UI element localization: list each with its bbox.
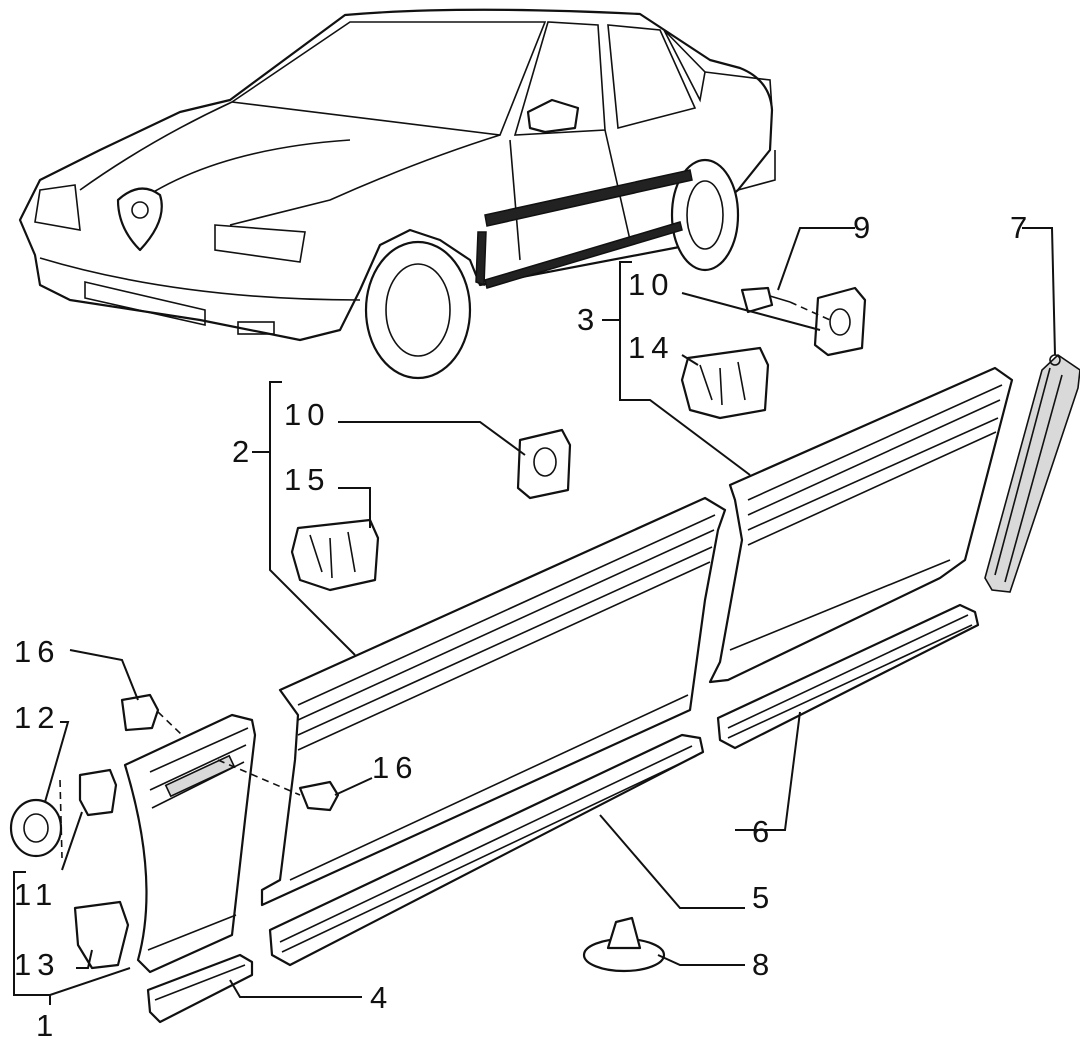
callout-2: 2 <box>232 434 255 469</box>
part-3-rear-door-moulding <box>708 366 1014 684</box>
callout-5: 5 <box>752 880 775 915</box>
callout-15: 16 <box>14 634 60 669</box>
clip-10-lower <box>516 428 572 500</box>
callout-1: 1 <box>36 1008 59 1038</box>
callout-7: 7 <box>1010 210 1033 245</box>
grommet-12 <box>9 798 63 858</box>
part-6-rear-sill-strip <box>716 603 980 750</box>
clip-14-upper <box>680 346 770 420</box>
car-illustration <box>18 8 776 380</box>
part-1-front-panel <box>123 713 257 974</box>
callout-8: 8 <box>752 947 775 982</box>
part-7-rear-strip <box>984 353 1080 593</box>
callout-10-upper: 10 <box>628 267 674 302</box>
part-5-front-sill-strip <box>268 733 705 967</box>
part-4-small-sill-strip <box>146 953 254 1024</box>
callout-10-lower: 10 <box>284 397 330 432</box>
screw-16 <box>298 780 340 812</box>
clip-13 <box>73 900 130 970</box>
assembly-lines <box>59 301 831 859</box>
clip-11 <box>78 768 118 817</box>
leader-lines <box>13 227 1056 1005</box>
callout-12: 12 <box>14 700 60 735</box>
push-rivet-8 <box>582 916 666 973</box>
callout-13: 13 <box>14 947 60 982</box>
screw-9 <box>740 286 791 314</box>
callout-labels: 9 7 10 3 14 10 2 15 16 12 16 6 11 5 13 8… <box>14 210 1033 1038</box>
callout-16: 16 <box>372 750 418 785</box>
callout-14-upper: 14 <box>628 330 674 365</box>
callout-9: 9 <box>853 210 876 245</box>
callout-3: 3 <box>577 302 600 337</box>
clip-15 <box>120 693 160 732</box>
part-2-front-door-moulding <box>260 496 727 907</box>
clip-10-upper <box>813 286 867 357</box>
clip-14-lower <box>290 518 380 592</box>
callout-14-lower: 15 <box>284 462 330 497</box>
callout-6: 6 <box>752 814 775 849</box>
callout-11: 11 <box>14 877 58 912</box>
callout-4: 4 <box>370 980 393 1015</box>
